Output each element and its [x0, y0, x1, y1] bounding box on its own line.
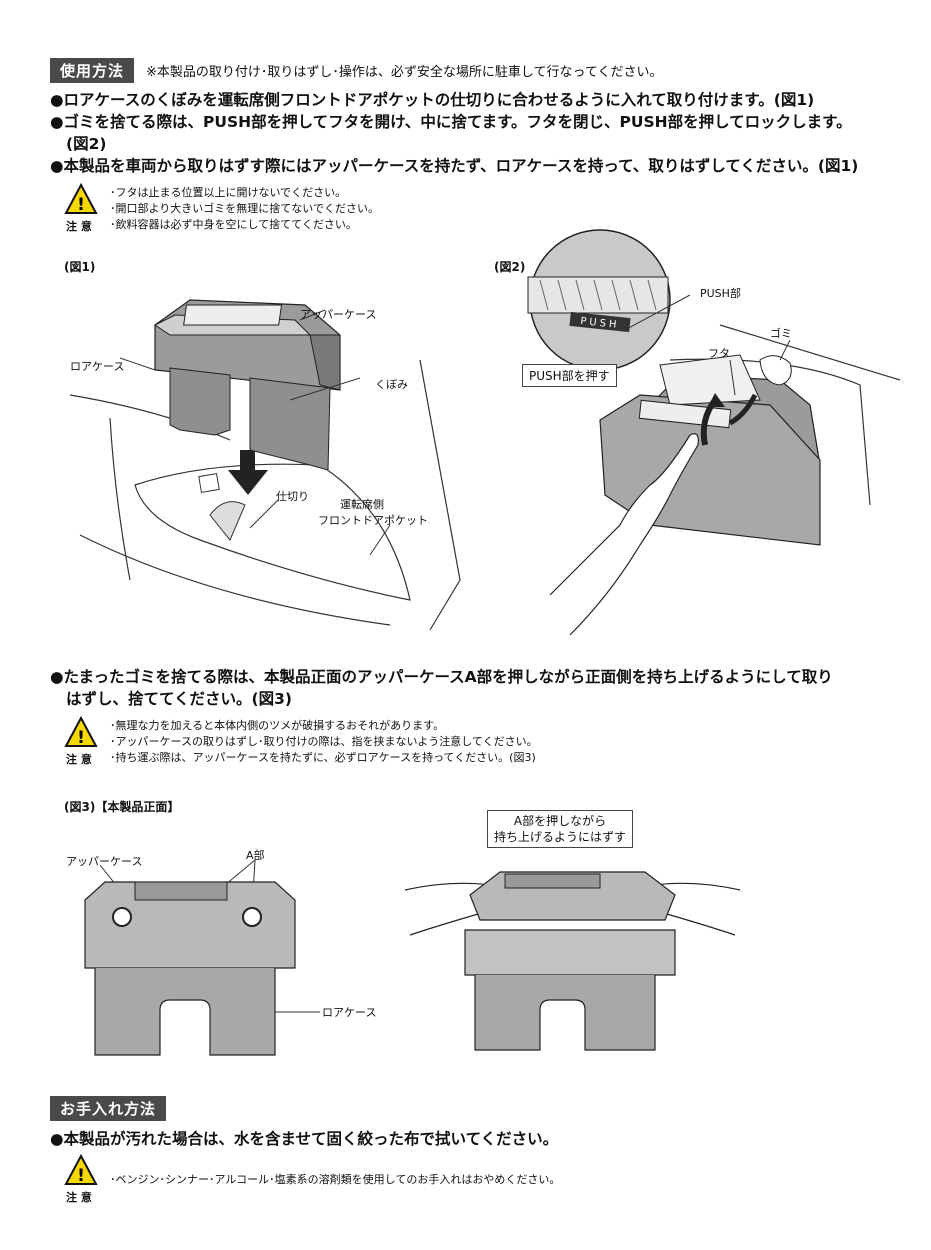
- caution1-line1: ･フタは止まる位置以上に開けないでください。: [110, 186, 347, 199]
- svg-text:!: !: [77, 195, 85, 215]
- fig3-instruction-box: A部を押しながら 持ち上げるようにはずす: [487, 810, 634, 848]
- fig3-box-line2: 持ち上げるようにはずす: [494, 830, 627, 844]
- usage-bullet-3: ●本製品を車両から取りはずす際にはアッパーケースを持たず、ロアケースを持って、取…: [50, 157, 859, 175]
- fig3-lower-case-label: ロアケース: [322, 1006, 377, 1019]
- usage-bullet-2-cont: (図2): [66, 135, 107, 153]
- fig1-divider-label: 仕切り: [276, 490, 309, 503]
- fig3-upper-case-label: アッパーケース: [66, 855, 143, 868]
- caution2-line2: ･アッパーケースの取りはずし･取り付けの際は、指を挟まないよう注意してください。: [110, 735, 538, 748]
- caution-label-2: 注 意: [66, 753, 92, 766]
- fig2-illustration: PUSH: [527, 229, 901, 636]
- warning-icon-2: !: [64, 715, 98, 748]
- usage-bullet-2: ●ゴミを捨てる際は、PUSH部を押してフタを開け、中に捨てます。フタを閉じ、PU…: [50, 113, 852, 131]
- caution2-line3: ･持ち運ぶ際は、アッパーケースを持たずに、必ずロアケースを持ってください。(図3…: [110, 751, 536, 764]
- fig2-garbage-label: ゴミ: [770, 327, 792, 340]
- fig2-push-part-label: PUSH部: [700, 287, 741, 300]
- fig1-lower-case-label: ロアケース: [70, 360, 125, 373]
- fig2-push-box: PUSH部を押す: [522, 364, 617, 387]
- warning-icon-3: !: [64, 1153, 98, 1186]
- warning-icon: !: [64, 182, 98, 215]
- caution2-line1: ･無理な力を加えると本体内側のツメが破損するおそれがあります。: [110, 719, 445, 732]
- fig3-box-line1: A部を押しながら: [513, 814, 607, 828]
- caution-label: 注 意: [66, 220, 92, 233]
- care-header: お手入れ方法: [50, 1096, 167, 1121]
- usage-bullet-1: ●ロアケースのくぼみを運転席側フロントドアポケットの仕切りに合わせるように入れて…: [50, 91, 815, 109]
- caution-label-3: 注 意: [66, 1191, 92, 1204]
- caution1-line3: ･飲料容器は必ず中身を空にして捨ててください。: [110, 218, 357, 231]
- fig2-lid-label: フタ: [708, 347, 730, 360]
- push-text: PUSH: [580, 316, 620, 331]
- fig2-label: (図2): [494, 260, 526, 274]
- care-caution: ･ベンジン･シンナー･アルコール･塩素系の溶剤類を使用してのお手入れはおやめくだ…: [110, 1173, 561, 1186]
- svg-text:!: !: [77, 728, 85, 748]
- fig3-a-part-label: A部: [246, 849, 265, 862]
- care-bullet: ●本製品が汚れた場合は、水を含ませて固く絞った布で拭いてください。: [50, 1130, 559, 1148]
- fig1-pocket-label-2: フロントドアポケット: [318, 514, 428, 527]
- removal-bullet-line1: ●たまったゴミを捨てる際は、本製品正面のアッパーケースA部を押しながら正面側を持…: [50, 668, 833, 686]
- fig1-upper-case-label: アッパーケース: [300, 308, 377, 321]
- fig3-lift-illustration: [404, 871, 741, 1051]
- safety-note: ※本製品の取り付け･取りはずし･操作は、必ず安全な場所に駐車して行なってください…: [146, 65, 663, 80]
- removal-bullet-line2: はずし、捨ててください。(図3): [66, 690, 292, 708]
- fig3-label: (図3)【本製品正面】: [64, 800, 180, 814]
- fig3-front-illustration: [84, 859, 320, 1056]
- fig1-pocket-label-1: 運転席側: [340, 498, 384, 511]
- fig1-label: (図1): [64, 260, 96, 274]
- caution1-line2: ･開口部より大きいゴミを無理に捨てないでください。: [110, 202, 379, 215]
- svg-text:!: !: [77, 1166, 85, 1186]
- usage-header: 使用方法: [50, 58, 135, 83]
- fig1-illustration: [69, 299, 461, 631]
- fig1-recess-label: くぼみ: [375, 378, 408, 391]
